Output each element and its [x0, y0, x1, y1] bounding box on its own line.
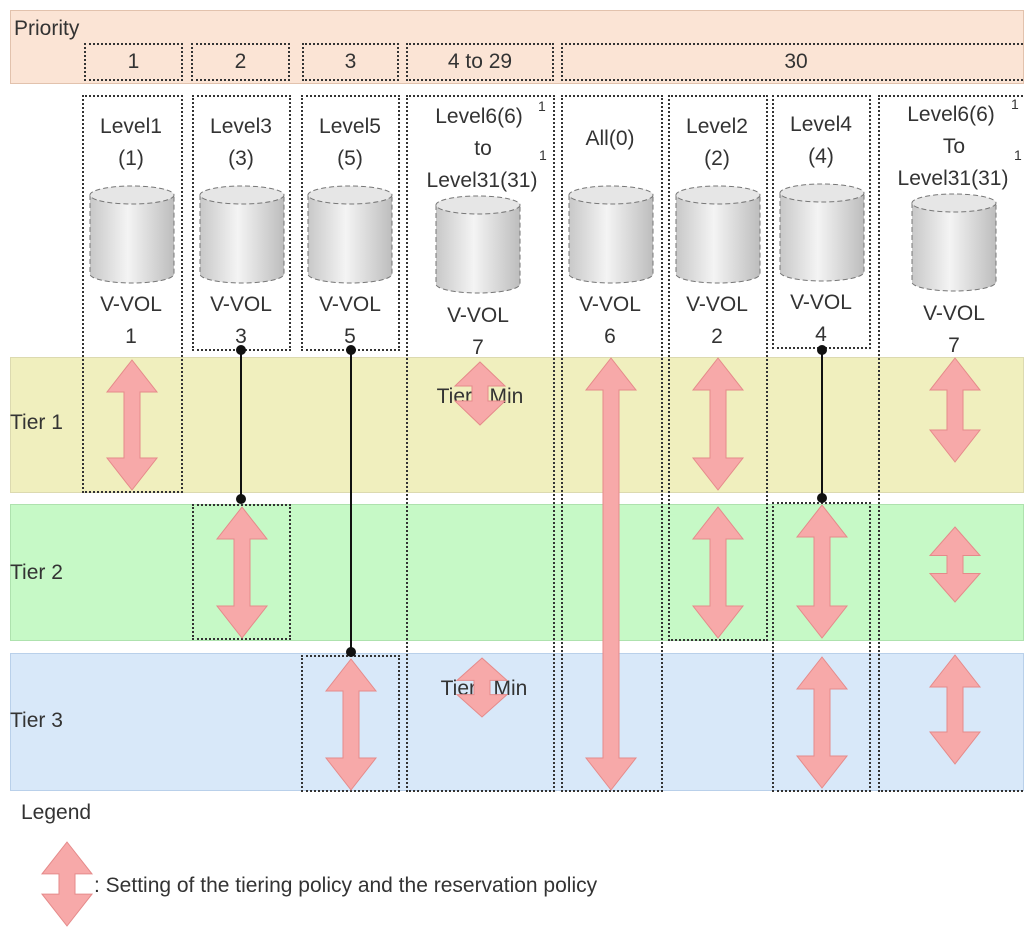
vvol4-tier23-box — [772, 502, 871, 792]
vvol7a-level-until: Level31(31) — [426, 169, 538, 192]
vvol5-tier3-arrow-icon — [324, 658, 378, 791]
tier2-band — [10, 504, 1024, 641]
vvol6-cylinder-icon — [568, 185, 654, 284]
vvol3-number: 3 — [235, 325, 247, 348]
legend-arrow-icon — [40, 841, 94, 927]
priority-group-4-29: 4 to 29 — [406, 43, 554, 81]
vvol7-max-column-box — [878, 95, 1024, 792]
vvol2-level-value: (2) — [704, 147, 730, 170]
vvol5-name: V-VOL — [319, 293, 381, 316]
vvol6-all-tiers-arrow-icon — [584, 357, 638, 791]
priority-band — [10, 10, 1024, 84]
vvol7b-footnote-1: 1 — [1011, 96, 1019, 112]
tier2-max-arrow-icon — [928, 526, 982, 603]
vvol7-min-column-box — [406, 95, 555, 792]
vvol2-cylinder-icon — [675, 185, 761, 284]
legend-text: : Setting of the tiering policy and the … — [94, 874, 598, 897]
vvol1-tier1-arrow-icon — [105, 359, 159, 491]
vvol3-level: Level3 — [210, 115, 272, 138]
vvol3-level-value: (3) — [228, 147, 254, 170]
tier3-band — [10, 653, 1024, 791]
vvol2-name: V-VOL — [686, 293, 748, 316]
vvol2-column-box — [668, 95, 768, 641]
vvol7b-footnote-2: 1 — [1014, 147, 1022, 163]
vvol1-name: V-VOL — [100, 293, 162, 316]
vvol4-cylinder-icon — [779, 183, 865, 282]
tier3-min-arrow-icon — [455, 657, 509, 718]
vvol6-column-box — [561, 95, 663, 792]
vvol6-number: 6 — [604, 325, 616, 348]
vvol7a-footnote-1: 1 — [538, 98, 546, 114]
vvol4-tier3-arrow-icon — [795, 656, 849, 789]
vvol7a-footnote-2: 1 — [539, 147, 547, 163]
vvol7a-cylinder-icon — [435, 195, 521, 294]
vvol3-name: V-VOL — [210, 293, 272, 316]
vvol4-tier2-arrow-icon — [795, 504, 849, 639]
tier2-label: Tier 2 — [10, 561, 63, 584]
vvol1-column-box — [82, 95, 183, 493]
vvol7b-level-from: Level6(6) — [907, 103, 995, 126]
vvol2-level: Level2 — [686, 115, 748, 138]
vvol7b-cylinder-icon — [911, 193, 997, 292]
vvol6-level: All(0) — [585, 127, 635, 150]
priority-group-2: 2 — [191, 43, 290, 81]
vvol1-level-value: (1) — [118, 147, 144, 170]
vvol7a-level-from: Level6(6) — [435, 105, 523, 128]
vvol3-connector-dot-bottom — [236, 494, 246, 504]
vvol7b-level-until: Level31(31) — [897, 167, 1009, 190]
vvol3-cylinder-icon — [199, 185, 285, 284]
tier3-max-arrow-icon — [928, 654, 982, 765]
vvol3-tier2-arrow-icon — [215, 506, 269, 639]
vvol3-connector-dot-top — [236, 345, 246, 355]
vvol2-tier1-arrow-icon — [691, 357, 745, 491]
vvol5-cylinder-icon — [307, 185, 393, 284]
vvol1-number: 1 — [125, 325, 137, 348]
vvol6-name: V-VOL — [579, 293, 641, 316]
vvol7a-level-to: to — [474, 137, 492, 160]
priority-group-3: 3 — [302, 43, 399, 81]
tier1-band — [10, 357, 1024, 493]
vvol5-number: 5 — [344, 325, 356, 348]
tier1-min-arrow-icon — [453, 361, 507, 426]
vvol7a-number: 7 — [472, 336, 484, 359]
vvol5-connector-dot-bottom — [346, 647, 356, 657]
vvol4-level-value: (4) — [808, 145, 834, 168]
priority-group-30: 30 — [561, 43, 1024, 81]
vvol4-number: 4 — [815, 323, 827, 346]
vvol3-tier2-box — [192, 504, 291, 640]
vvol7b-number: 7 — [948, 334, 960, 357]
vvol7a-name: V-VOL — [447, 304, 509, 327]
vvol5-level: Level5 — [319, 115, 381, 138]
tier3-label: Tier 3 — [10, 709, 63, 732]
vvol5-level-value: (5) — [337, 147, 363, 170]
vvol1-cylinder-icon — [89, 185, 175, 284]
tier1-label: Tier 1 — [10, 411, 63, 434]
vvol5-connector-dot-top — [346, 345, 356, 355]
priority-title: Priority — [14, 17, 80, 40]
vvol7b-name: V-VOL — [923, 302, 985, 325]
vvol4-connector-dot-top — [817, 345, 827, 355]
vvol2-number: 2 — [711, 325, 723, 348]
priority-group-1: 1 — [84, 43, 183, 81]
vvol4-level: Level4 — [790, 113, 852, 136]
vvol4-name: V-VOL — [790, 291, 852, 314]
legend-title: Legend — [21, 801, 92, 824]
vvol2-tier2-arrow-icon — [691, 506, 745, 639]
vvol1-level: Level1 — [100, 115, 162, 138]
vvol7b-level-to: To — [942, 135, 966, 158]
vvol4-connector-dot-bottom — [817, 493, 827, 503]
tier1-max-arrow-icon — [928, 357, 982, 463]
